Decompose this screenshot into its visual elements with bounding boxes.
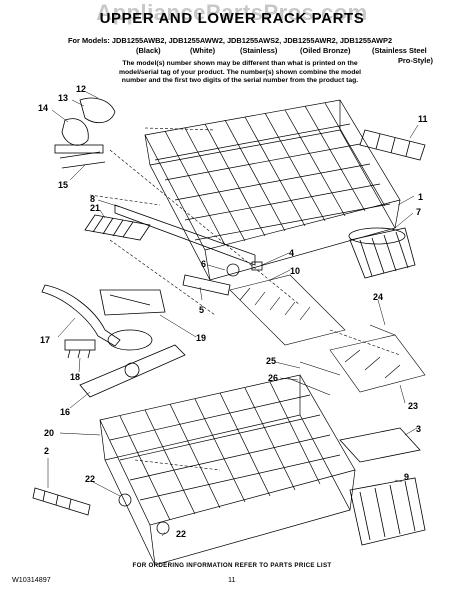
rail-8 bbox=[114, 204, 256, 266]
lower-wash-arm bbox=[79, 344, 186, 398]
models-line: For Models: JDB1255AWB2, JDB1255AWW2, JD… bbox=[68, 36, 393, 45]
model-note: The model(s) number shown may be differe… bbox=[118, 60, 362, 85]
rollers-22 bbox=[118, 493, 170, 535]
small-parts bbox=[182, 261, 263, 296]
callout-13: 13 bbox=[58, 93, 69, 103]
callout-5: 5 bbox=[199, 305, 205, 315]
tray-11 bbox=[359, 129, 426, 161]
callout-12: 12 bbox=[76, 84, 87, 94]
callout-14: 14 bbox=[38, 103, 49, 113]
finish-oiled-bronze: (Oiled Bronze) bbox=[300, 46, 351, 55]
callout-18: 18 bbox=[70, 372, 81, 382]
callout-15: 15 bbox=[58, 180, 69, 190]
tine-rows bbox=[229, 274, 426, 396]
callout-9: 9 bbox=[404, 472, 410, 482]
callout-leaders bbox=[47, 91, 419, 537]
finish-white: (White) bbox=[190, 46, 216, 55]
part-18 bbox=[64, 339, 96, 359]
callout-1: 1 bbox=[418, 192, 424, 202]
callout-22-upper: 22 bbox=[85, 474, 96, 484]
callout-20: 20 bbox=[44, 428, 55, 438]
lower-rack bbox=[99, 374, 356, 566]
upper-wash-arm bbox=[41, 284, 166, 351]
callout-16: 16 bbox=[60, 407, 71, 417]
callout-23: 23 bbox=[408, 401, 419, 411]
finish-stainless-steel: (Stainless Steel bbox=[372, 46, 427, 55]
callout-11: 11 bbox=[418, 114, 428, 124]
assembly-guide-lines bbox=[89, 127, 401, 471]
callout-7: 7 bbox=[416, 207, 422, 217]
page-number: 11 bbox=[228, 575, 236, 584]
callout-10: 10 bbox=[290, 266, 301, 276]
watermark: AppliancePartsPros.com bbox=[96, 0, 368, 25]
callout-2: 2 bbox=[44, 446, 50, 456]
callout-3: 3 bbox=[416, 424, 422, 434]
finish-black: (Black) bbox=[136, 46, 161, 55]
document-number: W10314897 bbox=[12, 575, 51, 584]
part-2 bbox=[32, 487, 91, 516]
callout-21: 21 bbox=[90, 203, 101, 213]
callout-17: 17 bbox=[40, 335, 51, 345]
callout-25: 25 bbox=[266, 356, 277, 366]
callout-22-lower: 22 bbox=[176, 529, 187, 539]
callout-8: 8 bbox=[90, 194, 96, 204]
page-title: UPPER AND LOWER RACK PARTS bbox=[99, 10, 365, 27]
callout-24: 24 bbox=[373, 292, 384, 302]
ordering-footer: FOR ORDERING INFORMATION REFER TO PARTS … bbox=[132, 562, 332, 569]
tines-21 bbox=[84, 214, 151, 241]
callout-6: 6 bbox=[201, 259, 207, 269]
basket-7 bbox=[348, 227, 416, 279]
finish-pro-style: Pro-Style) bbox=[398, 56, 433, 65]
callout-4: 4 bbox=[289, 248, 295, 258]
callout-26: 26 bbox=[268, 373, 279, 383]
finish-stainless: (Stainless) bbox=[240, 46, 278, 55]
callout-19: 19 bbox=[196, 333, 207, 343]
silverware-basket bbox=[339, 427, 426, 546]
rack-adjuster bbox=[54, 97, 116, 169]
upper-rack bbox=[144, 99, 401, 281]
